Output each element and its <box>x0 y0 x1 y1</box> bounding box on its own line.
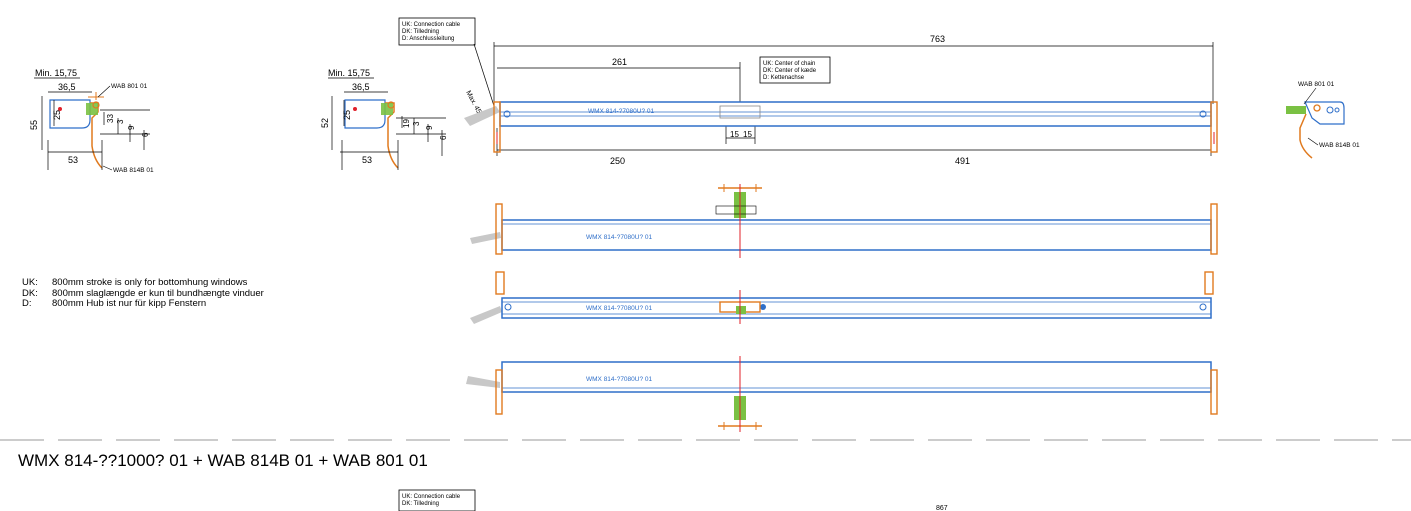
dim-763: 763 <box>930 34 945 44</box>
bracket-mid-53: 53 <box>362 155 372 165</box>
dim-250: 250 <box>610 156 625 166</box>
bracket-mid-min: Min. 15,75 <box>328 68 370 78</box>
bracket-detail-left: Min. 15,75 36,5 55 25 33 3 9 6 53 WAB 80… <box>29 68 154 174</box>
bracket-left-365: 36,5 <box>58 82 76 92</box>
callout-chain-d: D: Kettenachse <box>763 75 805 81</box>
dim-491: 491 <box>955 156 970 166</box>
bracket-left-6: 6 <box>141 132 150 137</box>
label-wab814b-right: WAB 814B 01 <box>1319 142 1360 149</box>
stroke-note: UK: 800mm stroke is only for bottomhung w… <box>22 277 264 310</box>
actuator-view-3: WMX 814-?7080U? 01 <box>470 271 1214 324</box>
note-uk: 800mm stroke is only for bottomhung wind… <box>52 277 248 288</box>
note-d: 800mm Hub ist nur für kipp Fenstern <box>52 298 207 309</box>
bracket-mid-6: 6 <box>439 135 448 140</box>
bracket-left-33: 33 <box>106 114 115 123</box>
callout-chain-uk: UK: Center of chain <box>763 61 815 67</box>
bracket-left-25: 25 <box>52 110 62 120</box>
bracket-left-3: 3 <box>116 119 125 124</box>
callout-cable-d: D: Anschlussleitung <box>402 36 454 42</box>
label-wab801-right: WAB 801 01 <box>1298 81 1335 88</box>
callout-cable-dk: DK: Tilledning <box>402 29 439 35</box>
dim-15-left: 15 <box>730 130 739 139</box>
bracket-left-55: 55 <box>29 120 39 130</box>
note-dk: 800mm slaglængde er kun til bundhængte v… <box>52 287 264 299</box>
bracket-left-53: 53 <box>68 155 78 165</box>
actuator-view-2: WMX 814-?7080U? 01 <box>470 184 1218 258</box>
actuator-label-4: WMX 814-?7080U? 01 <box>586 376 653 383</box>
label-wab801-left: WAB 801 01 <box>111 83 148 90</box>
bracket-detail-right: WAB 801 01 WAB 814B 01 <box>1286 81 1360 159</box>
actuator-label-1: WMX 814-?7080U? 01 <box>588 108 655 115</box>
section-heading: WMX 814-??1000? 01 + WAB 814B 01 + WAB 8… <box>18 451 428 470</box>
callout-connection-cable: UK: Connection cable DK: Tilledning D: A… <box>398 17 495 107</box>
next-section-fragment: UK: Connection cable DK: Tilledning 867 <box>398 489 948 511</box>
bracket-left-min: Min. 15,75 <box>35 68 77 78</box>
dim-261: 261 <box>612 57 627 67</box>
actuator-label-3: WMX 814-?7080U? 01 <box>586 305 653 312</box>
actuator-view-1: 763 261 250 491 15 15 Max. 45 UK: Center… <box>464 34 1218 166</box>
note-dk-lang: DK: <box>22 287 38 299</box>
bracket-mid-9: 9 <box>425 125 434 130</box>
bracket-mid-365: 36,5 <box>352 82 370 92</box>
bracket-mid-3: 3 <box>412 121 421 126</box>
bracket-mid-52: 52 <box>320 118 330 128</box>
next-callout-dk: DK: Tilledning <box>402 501 439 507</box>
note-uk-lang: UK: <box>22 277 38 288</box>
bracket-detail-mid: Min. 15,75 36,5 52 25 19 3 9 6 53 <box>320 68 448 170</box>
dim-15-right: 15 <box>743 130 752 139</box>
next-callout-uk: UK: Connection cable <box>402 494 461 500</box>
callout-chain-dk: DK: Center of kæde <box>763 68 817 74</box>
bracket-left-9: 9 <box>127 125 136 130</box>
bracket-mid-19: 19 <box>402 119 411 128</box>
next-dim-867: 867 <box>936 505 948 511</box>
dim-max-45: Max. 45 <box>464 90 482 115</box>
bracket-mid-25: 25 <box>342 110 352 120</box>
callout-cable-uk: UK: Connection cable <box>402 22 461 28</box>
note-d-lang: D: <box>22 298 32 309</box>
label-wab814b-left: WAB 814B 01 <box>113 167 154 174</box>
actuator-label-2: WMX 814-?7080U? 01 <box>586 234 653 241</box>
actuator-view-4: WMX 814-?7080U? 01 <box>466 356 1218 432</box>
callout-center-chain-box <box>759 56 831 84</box>
